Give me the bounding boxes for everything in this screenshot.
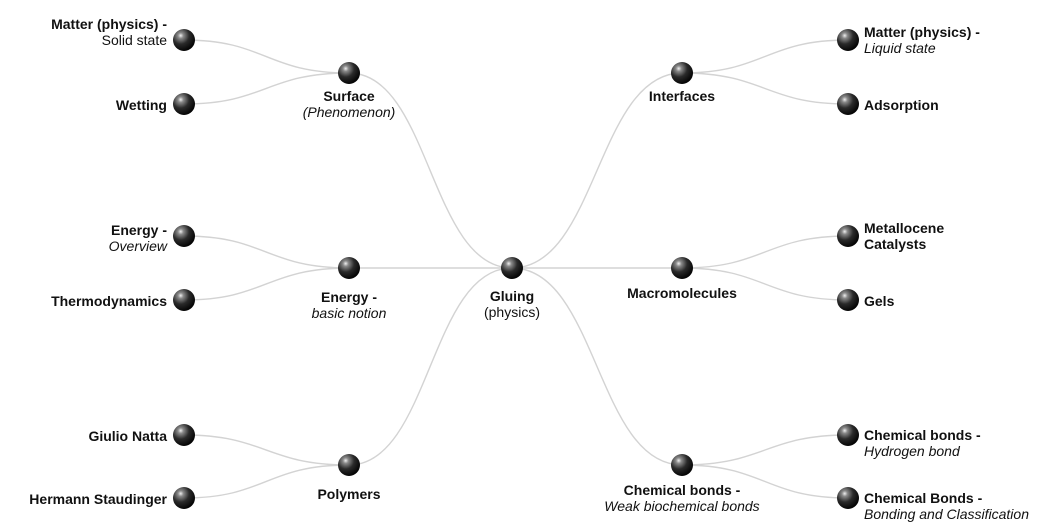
leaf-label-energy-overview-title: Energy - xyxy=(110,222,167,238)
branch-label-surface[interactable]: Surface (Phenomenon) xyxy=(259,88,439,120)
edge-surface-leaf-1 xyxy=(183,39,350,74)
leaf-label-solid-state-subtitle: Solid state xyxy=(101,32,167,48)
edge-center-polymers xyxy=(348,267,513,466)
center-label[interactable]: Gluing (physics) xyxy=(462,288,562,320)
node-center[interactable] xyxy=(501,257,523,279)
node-leaf-bonding-classification[interactable] xyxy=(837,487,859,509)
leaf-label-thermodynamics[interactable]: Thermodynamics xyxy=(0,293,167,309)
leaf-label-liquid-state-subtitle: Liquid state xyxy=(864,40,936,56)
node-leaf-thermodynamics[interactable] xyxy=(173,289,195,311)
branch-label-energy-title: Energy - xyxy=(320,289,377,305)
leaf-label-wetting[interactable]: Wetting xyxy=(0,97,167,113)
edge-polymers-leaf-2 xyxy=(183,464,350,499)
leaf-label-metallocene[interactable]: Metallocene Catalysts xyxy=(864,220,1050,252)
branch-label-chembonds[interactable]: Chemical bonds - Weak biochemical bonds xyxy=(577,482,787,514)
edge-chembonds-leaf-2 xyxy=(681,464,849,499)
leaf-label-hermann-staudinger-title: Hermann Staudinger xyxy=(29,491,167,507)
branch-label-macromolecules-title: Macromolecules xyxy=(627,285,737,301)
node-leaf-hydrogen-bond[interactable] xyxy=(837,424,859,446)
leaf-label-energy-overview-subtitle: Overview xyxy=(108,238,167,254)
leaf-label-solid-state[interactable]: Matter (physics) - Solid state xyxy=(0,16,167,48)
edge-center-surface xyxy=(348,72,513,269)
leaf-label-bonding-classification-title: Chemical Bonds - xyxy=(864,490,983,506)
node-leaf-metallocene[interactable] xyxy=(837,225,859,247)
branch-label-chembonds-title: Chemical bonds - xyxy=(623,482,741,498)
leaf-label-hydrogen-bond[interactable]: Chemical bonds - Hydrogen bond xyxy=(864,427,1050,459)
edge-energy-leaf-1 xyxy=(183,235,350,269)
node-leaf-liquid-state[interactable] xyxy=(837,29,859,51)
leaf-label-gels[interactable]: Gels xyxy=(864,293,1050,309)
leaf-label-hermann-staudinger[interactable]: Hermann Staudinger xyxy=(0,491,167,507)
leaf-label-adsorption-title: Adsorption xyxy=(864,97,939,113)
leaf-label-thermodynamics-title: Thermodynamics xyxy=(51,293,167,309)
branch-label-energy[interactable]: Energy - basic notion xyxy=(259,289,439,321)
leaf-label-giulio-natta[interactable]: Giulio Natta xyxy=(0,428,167,444)
node-macromolecules[interactable] xyxy=(671,257,693,279)
edge-interfaces-leaf-1 xyxy=(681,39,849,74)
edge-polymers-leaf-1 xyxy=(183,434,350,466)
node-surface[interactable] xyxy=(338,62,360,84)
leaf-label-metallocene-subtitle: Catalysts xyxy=(864,236,927,252)
leaf-label-adsorption[interactable]: Adsorption xyxy=(864,97,1050,113)
node-polymers[interactable] xyxy=(338,454,360,476)
branch-label-surface-title: Surface xyxy=(323,88,375,104)
leaf-label-bonding-classification[interactable]: Chemical Bonds - Bonding and Classificat… xyxy=(864,490,1050,522)
edge-surface-leaf-2 xyxy=(183,72,350,105)
branch-label-surface-subtitle: (Phenomenon) xyxy=(302,104,396,120)
leaf-label-liquid-state[interactable]: Matter (physics) - Liquid state xyxy=(864,24,1050,56)
node-leaf-solid-state[interactable] xyxy=(173,29,195,51)
leaf-label-hydrogen-bond-title: Chemical bonds - xyxy=(864,427,981,443)
branch-label-polymers-title: Polymers xyxy=(317,486,381,502)
leaf-label-giulio-natta-title: Giulio Natta xyxy=(88,428,167,444)
branch-label-polymers[interactable]: Polymers xyxy=(259,486,439,502)
branch-label-energy-subtitle: basic notion xyxy=(311,305,387,321)
edge-macromolecules-leaf-2 xyxy=(681,267,849,301)
edge-macromolecules-leaf-1 xyxy=(681,235,849,269)
leaf-label-metallocene-title: Metallocene xyxy=(864,220,945,236)
edge-interfaces-leaf-2 xyxy=(681,72,849,105)
edge-center-chembonds xyxy=(511,267,683,466)
branch-label-interfaces-title: Interfaces xyxy=(648,88,716,104)
leaf-label-energy-overview[interactable]: Energy - Overview xyxy=(0,222,167,254)
node-leaf-adsorption[interactable] xyxy=(837,93,859,115)
edge-center-interfaces xyxy=(511,72,683,269)
leaf-label-bonding-classification-subtitle: Bonding and Classification xyxy=(864,506,1029,522)
leaf-label-hydrogen-bond-subtitle: Hydrogen bond xyxy=(864,443,960,459)
node-leaf-hermann-staudinger[interactable] xyxy=(173,487,195,509)
leaf-label-gels-title: Gels xyxy=(864,293,895,309)
leaf-label-solid-state-title: Matter (physics) - xyxy=(51,16,167,32)
node-interfaces[interactable] xyxy=(671,62,693,84)
node-leaf-wetting[interactable] xyxy=(173,93,195,115)
node-leaf-giulio-natta[interactable] xyxy=(173,424,195,446)
node-energy[interactable] xyxy=(338,257,360,279)
center-label-subtitle: (physics) xyxy=(483,304,540,320)
node-leaf-gels[interactable] xyxy=(837,289,859,311)
node-chembonds[interactable] xyxy=(671,454,693,476)
center-label-title: Gluing xyxy=(489,288,535,304)
leaf-label-liquid-state-title: Matter (physics) - xyxy=(864,24,980,40)
branch-label-chembonds-subtitle: Weak biochemical bonds xyxy=(604,498,760,514)
leaf-label-wetting-title: Wetting xyxy=(115,97,167,113)
node-leaf-energy-overview[interactable] xyxy=(173,225,195,247)
branch-label-interfaces[interactable]: Interfaces xyxy=(592,88,772,104)
edge-chembonds-leaf-1 xyxy=(681,434,849,466)
branch-label-macromolecules[interactable]: Macromolecules xyxy=(592,285,772,301)
edge-energy-leaf-2 xyxy=(183,267,350,301)
